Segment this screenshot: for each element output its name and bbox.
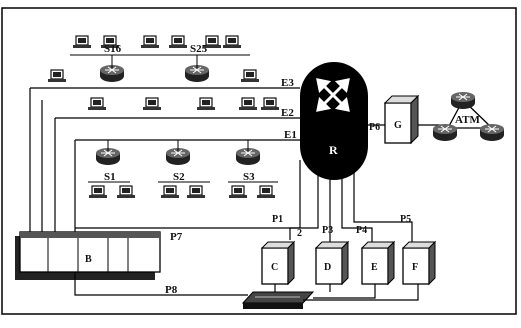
label-p1: P1 [272, 214, 283, 225]
label-atm: ATM [455, 114, 480, 126]
label-p2: 2 [297, 228, 302, 239]
switch-s25: S25 [185, 43, 209, 82]
label-s2: S2 [173, 171, 185, 183]
label-p3: P3 [322, 225, 333, 236]
server-b: B [15, 232, 160, 280]
label-p5: P5 [400, 214, 411, 225]
label-e2: E2 [281, 107, 294, 119]
label-server-e: E [371, 262, 378, 273]
label-server-f: F [412, 262, 418, 273]
atm-network: ATM [418, 92, 504, 141]
server-d: D [316, 242, 348, 284]
segment-e3: E3 [30, 55, 300, 89]
label-server-c: C [271, 262, 278, 273]
label-s3: S3 [243, 171, 255, 183]
server-e: E [362, 242, 394, 284]
label-server-b: B [85, 254, 92, 265]
label-p8: P8 [165, 284, 178, 296]
label-p6: P6 [369, 122, 380, 133]
switch-s16: S16 [100, 43, 124, 82]
label-e1: E1 [284, 129, 297, 141]
label-e3: E3 [281, 77, 294, 89]
label-router: R [329, 143, 338, 157]
label-s1: S1 [104, 171, 116, 183]
server-f: F [403, 242, 435, 284]
server-c: C [262, 242, 294, 284]
server-g: G P6 [368, 96, 418, 143]
pc-group-e2 [88, 98, 279, 110]
label-server-g: G [394, 120, 402, 131]
trunk-lines [30, 88, 300, 235]
switch-s3: S3 [228, 140, 278, 198]
segment-e1: E1 [75, 129, 300, 141]
label-server-d: D [324, 262, 331, 273]
router-r: R [300, 62, 368, 180]
bottom-switch [243, 292, 313, 309]
switch-s1: S1 [88, 140, 135, 198]
switch-s2: S2 [158, 140, 210, 198]
label-s25: S25 [190, 43, 208, 55]
label-s16: S16 [104, 43, 122, 55]
pc-group-top [48, 36, 259, 82]
router-links [290, 170, 412, 244]
label-p7: P7 [170, 231, 183, 243]
label-p4: P4 [356, 225, 367, 236]
